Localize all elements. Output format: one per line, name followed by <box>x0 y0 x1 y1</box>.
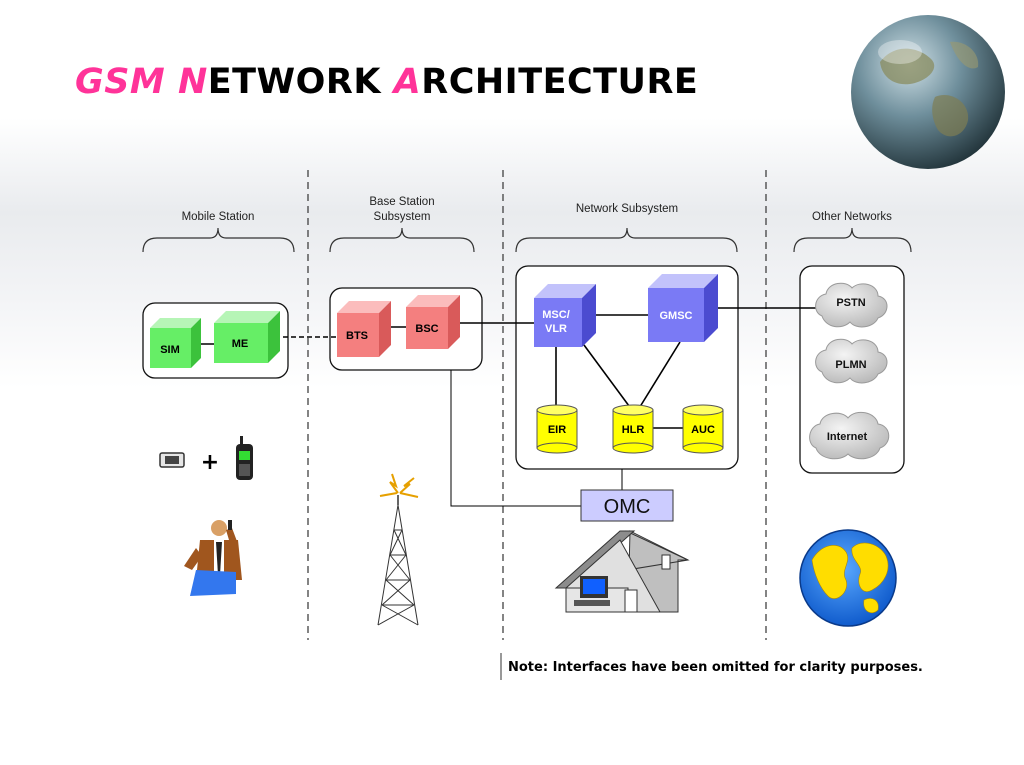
mobile-station-label: Mobile Station <box>182 211 255 223</box>
eir-database: EIR <box>536 404 578 454</box>
mobile-phone-icon <box>236 436 253 480</box>
msc-label-line2: VLR <box>545 323 567 335</box>
network-subsystem-brace <box>515 227 738 253</box>
plus-sign: + <box>201 450 219 475</box>
msc-label-line1: MSC/ <box>542 309 570 321</box>
earth-globe-icon <box>851 15 1005 169</box>
hlr-database: HLR <box>612 404 654 454</box>
omc-node: OMC <box>580 489 674 522</box>
auc-label: AUC <box>691 424 715 436</box>
footnote: Note: Interfaces have been omitted for c… <box>508 660 923 675</box>
bsc-label: BSC <box>415 323 438 335</box>
sim-card-icon <box>159 452 185 468</box>
gmsc-hlr-link <box>637 341 681 411</box>
omc-label: OMC <box>604 496 651 518</box>
person-on-phone-icon <box>184 520 242 596</box>
base-station-label-line1: Base Station <box>369 196 434 208</box>
mobile-station-brace <box>142 227 295 253</box>
bts-label: BTS <box>346 330 368 342</box>
plmn-label: PLMN <box>835 359 866 371</box>
pstn-label: PSTN <box>836 297 865 309</box>
sim-label: SIM <box>160 344 180 356</box>
pstn-cloud: PSTN <box>815 282 888 328</box>
other-networks-label: Other Networks <box>812 211 892 223</box>
auc-database: AUC <box>682 404 724 454</box>
network-subsystem-label: Network Subsystem <box>576 203 678 215</box>
gmsc-node: GMSC <box>648 274 718 342</box>
globe-icon <box>799 529 897 627</box>
me-node: ME <box>214 311 280 363</box>
msc-vlr-node: MSC/ VLR <box>534 284 596 347</box>
signal-spark-icon <box>379 473 419 498</box>
page-title: GSM NETWORK ARCHITECTURE <box>75 62 699 102</box>
me-label: ME <box>232 338 249 350</box>
base-station-brace <box>329 227 475 253</box>
base-station-label-line2: Subsystem <box>374 211 431 223</box>
sim-node: SIM <box>150 318 201 368</box>
house-with-computer-icon <box>554 530 690 613</box>
hlr-label: HLR <box>622 424 645 436</box>
plmn-cloud: PLMN <box>815 338 888 384</box>
bsc-node: BSC <box>406 295 460 349</box>
bsc-omc-link <box>450 370 581 507</box>
internet-cloud: Internet <box>809 411 890 460</box>
gmsc-label: GMSC <box>660 310 693 322</box>
eir-label: EIR <box>548 424 566 436</box>
other-networks-brace <box>793 227 912 253</box>
internet-label: Internet <box>827 431 868 443</box>
radio-tower-icon <box>377 495 419 626</box>
msc-hlr-link <box>583 344 633 411</box>
bts-node: BTS <box>337 301 391 357</box>
